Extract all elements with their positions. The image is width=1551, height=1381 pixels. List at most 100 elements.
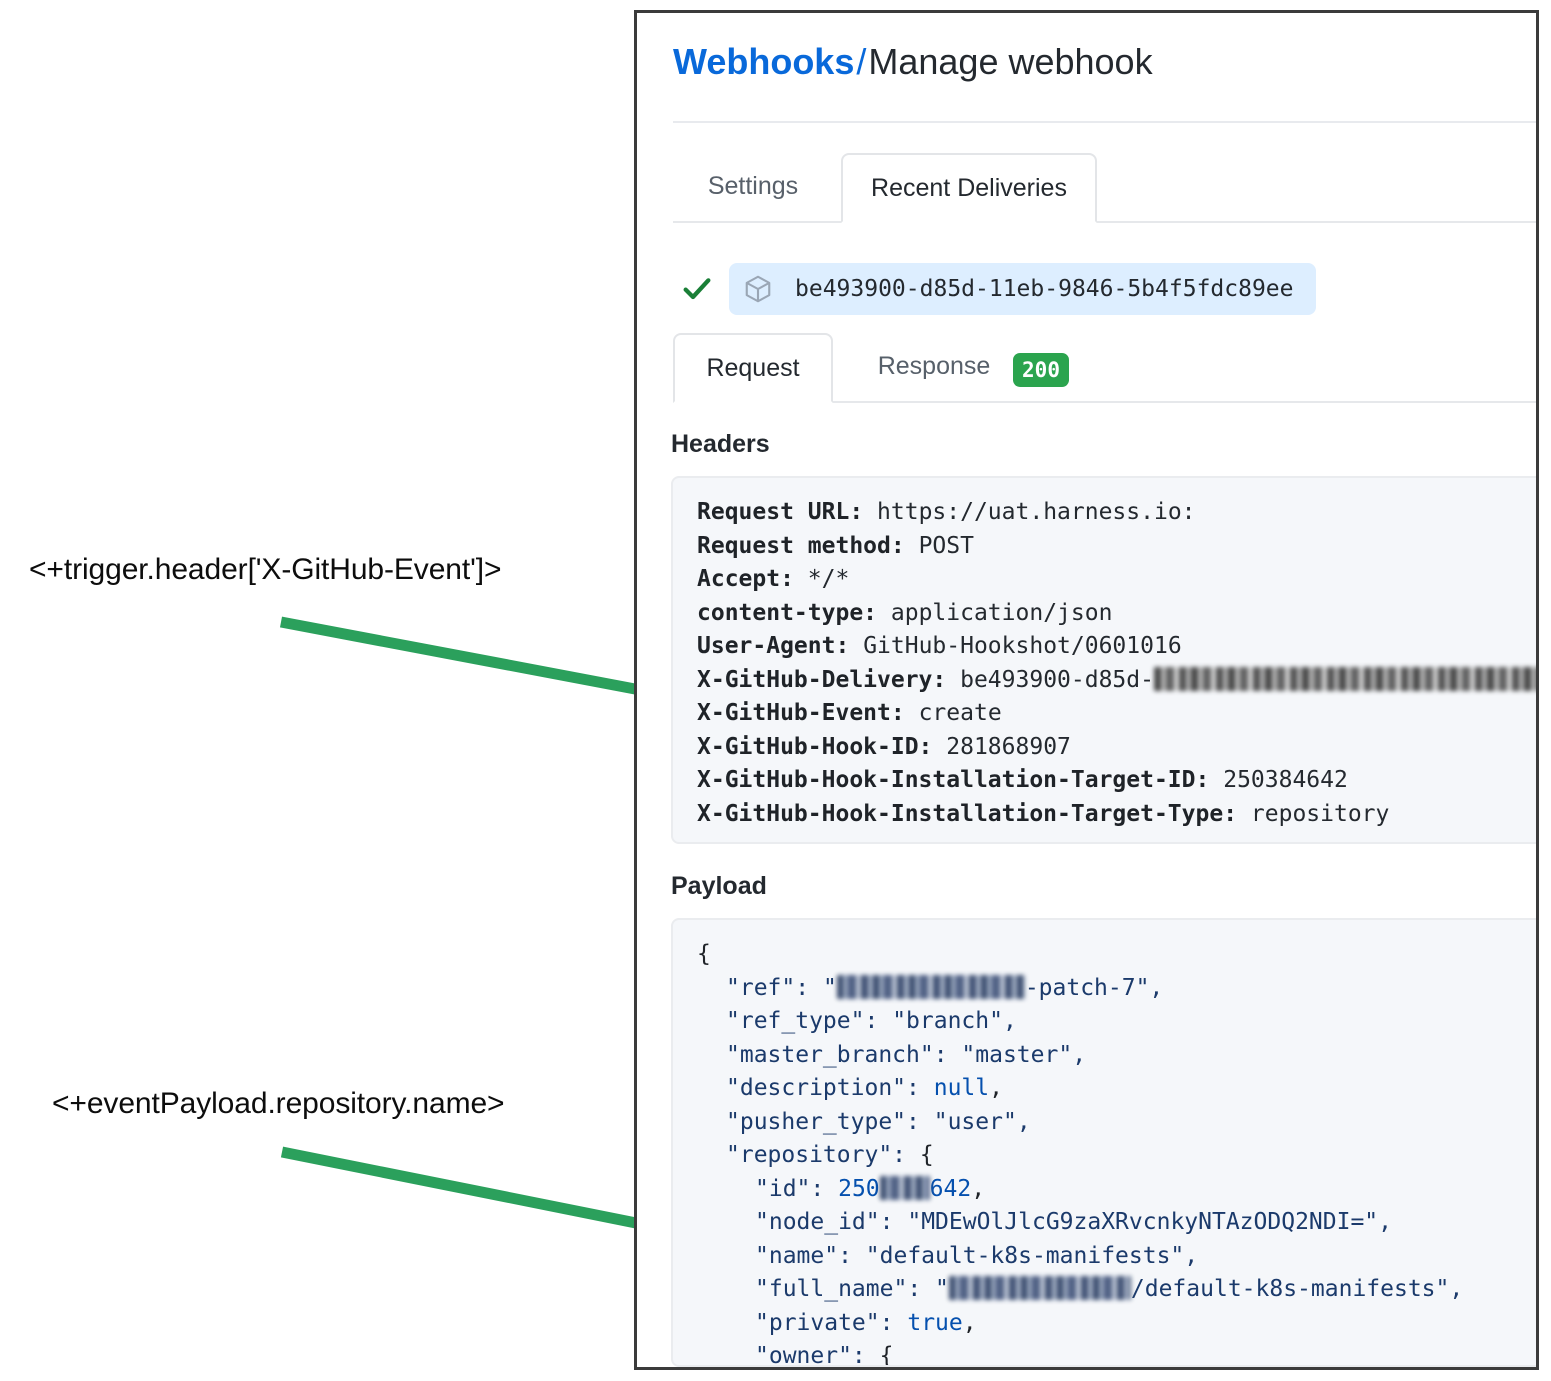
header-value: */* bbox=[807, 566, 850, 592]
delivery-guid: be493900-d85d-11eb-9846-5b4f5fdc89ee bbox=[795, 276, 1294, 302]
header-line: Request URL: https://uat.harness.io: bbox=[697, 496, 1529, 530]
delivery-id-pill[interactable]: be493900-d85d-11eb-9846-5b4f5fdc89ee bbox=[729, 263, 1316, 315]
payload-line: "node_id": "MDEwOlJlcG9zaXRvcnkyNTAzODQ2… bbox=[697, 1206, 1529, 1240]
payload-key: "node_id": bbox=[755, 1209, 894, 1235]
payload-key: "ref_type": bbox=[726, 1008, 879, 1034]
payload-line: "repository": { bbox=[697, 1139, 1529, 1173]
payload-value: "branch", bbox=[892, 1008, 1017, 1034]
payload-value: { bbox=[919, 1142, 934, 1168]
payload-value-post: -patch-7", bbox=[1024, 974, 1164, 1001]
payload-key: "owner": bbox=[755, 1343, 866, 1367]
github-webhook-panel: Webhooks/Manage webhook Settings Recent … bbox=[634, 10, 1539, 1370]
subtabbar-divider bbox=[673, 401, 1536, 403]
header-value: application/json bbox=[890, 599, 1113, 626]
payload-line: "ref": " -patch-7", bbox=[697, 972, 1529, 1006]
payload-key: "pusher_type": bbox=[726, 1108, 920, 1135]
payload-key: "description": bbox=[726, 1075, 920, 1101]
payload-value-pre: " bbox=[822, 974, 837, 1001]
payload-value: { bbox=[879, 1343, 894, 1367]
redacted-owner bbox=[948, 1276, 1131, 1300]
header-line: content-type: application/json bbox=[697, 597, 1529, 631]
header-key: Request method: bbox=[697, 532, 905, 559]
payload-value: "MDEwOlJlcG9zaXRvcnkyNTAzODQ2NDI=", bbox=[907, 1209, 1392, 1235]
header-value: repository bbox=[1250, 800, 1390, 827]
tab-settings[interactable]: Settings bbox=[707, 172, 799, 200]
payload-key: "repository": bbox=[726, 1142, 907, 1168]
header-key: User-Agent: bbox=[697, 633, 850, 659]
payload-line: { bbox=[697, 938, 1529, 972]
header-line: X-GitHub-Event: create bbox=[697, 697, 1529, 731]
payload-key: "name": bbox=[755, 1242, 852, 1269]
payload-code-box: { "ref": " -patch-7", "ref_type": "branch… bbox=[671, 918, 1536, 1367]
payload-heading: Payload bbox=[671, 872, 767, 900]
header-key: X-GitHub-Event: bbox=[697, 700, 905, 726]
payload-line: "description": null, bbox=[697, 1072, 1529, 1106]
header-key: X-GitHub-Hook-Installation-Target-Type: bbox=[697, 800, 1238, 827]
header-key: Accept: bbox=[697, 566, 794, 592]
header-line: X-GitHub-Hook-ID: 281868907 bbox=[697, 731, 1529, 765]
breadcrumb-webhooks-link[interactable]: Webhooks bbox=[673, 41, 855, 82]
arrow-trigger-header bbox=[279, 616, 685, 713]
payload-key: "full_name": bbox=[755, 1276, 922, 1302]
request-response-tabbar: Request Response 200 bbox=[673, 333, 1536, 403]
header-line: Request method: POST bbox=[697, 530, 1529, 564]
payload-literal: true bbox=[907, 1309, 963, 1336]
payload-literal-pre: 250 bbox=[838, 1175, 880, 1202]
payload-key: "id": bbox=[755, 1175, 825, 1202]
payload-line: "owner": { bbox=[697, 1340, 1529, 1367]
webhook-tabbar: Settings Recent Deliveries bbox=[673, 153, 1536, 223]
payload-line: "master_branch": "master", bbox=[697, 1039, 1529, 1073]
payload-key: "master_branch": bbox=[726, 1041, 948, 1068]
breadcrumb-separator: / bbox=[856, 41, 867, 82]
payload-literal: null bbox=[933, 1075, 990, 1101]
payload-value-post: /default-k8s-manifests", bbox=[1130, 1276, 1464, 1302]
check-icon bbox=[683, 278, 711, 300]
header-value: GitHub-Hookshot/0601016 bbox=[863, 633, 1182, 659]
tab-recent-deliveries[interactable]: Recent Deliveries bbox=[841, 153, 1097, 223]
subtab-request[interactable]: Request bbox=[673, 333, 833, 403]
payload-line: "pusher_type": "user", bbox=[697, 1106, 1529, 1140]
redacted-delivery-id bbox=[1153, 666, 1536, 691]
payload-value-post: , bbox=[962, 1309, 977, 1336]
status-badge: 200 bbox=[1013, 353, 1069, 387]
header-line: Accept: */* bbox=[697, 563, 1529, 597]
header-line: X-GitHub-Hook-Installation-Target-ID: 25… bbox=[697, 764, 1529, 798]
payload-key: "private": bbox=[755, 1309, 894, 1336]
payload-key: "ref": bbox=[726, 974, 810, 1001]
page-title: Webhooks/Manage webhook bbox=[673, 41, 1153, 83]
breadcrumb-current: Manage webhook bbox=[868, 41, 1153, 82]
subtab-response[interactable]: Response bbox=[877, 352, 991, 380]
header-line: X-GitHub-Delivery: be493900-d85d- bbox=[697, 664, 1536, 698]
headers-code-box: Request URL: https://uat.harness.io: Req… bbox=[671, 476, 1536, 844]
header-value: create bbox=[918, 700, 1002, 726]
header-line: X-GitHub-Hook-Installation-Target-Type: … bbox=[697, 798, 1529, 832]
header-line: User-Agent: GitHub-Hookshot/0601016 bbox=[697, 630, 1529, 664]
annotation-label-trigger-header: <+trigger.header['X-GitHub-Event']> bbox=[29, 553, 502, 586]
header-value: 250384642 bbox=[1223, 767, 1348, 793]
header-key: X-GitHub-Hook-Installation-Target-ID: bbox=[697, 767, 1210, 793]
header-value: https://uat.harness.io: bbox=[877, 499, 1196, 525]
title-divider bbox=[673, 121, 1536, 123]
payload-line: "id": 250 642, bbox=[697, 1173, 1529, 1207]
payload-value-post: , bbox=[989, 1075, 1003, 1101]
payload-value: "default-k8s-manifests", bbox=[865, 1242, 1199, 1269]
payload-line: "full_name": " /default-k8s-manifests", bbox=[697, 1273, 1529, 1307]
payload-value-post: , bbox=[971, 1175, 986, 1202]
header-key: content-type: bbox=[697, 599, 878, 626]
annotation-label-event-payload: <+eventPayload.repository.name> bbox=[52, 1087, 505, 1120]
payload-literal-post: 642 bbox=[929, 1175, 972, 1202]
payload-line: "private": true, bbox=[697, 1307, 1529, 1341]
redacted-username bbox=[836, 974, 1025, 999]
header-value: POST bbox=[918, 532, 974, 559]
payload-value: "user", bbox=[933, 1108, 1031, 1135]
cube-icon bbox=[745, 275, 771, 303]
payload-value: "master", bbox=[961, 1041, 1087, 1068]
header-value: 281868907 bbox=[946, 733, 1071, 760]
payload-line: "ref_type": "branch", bbox=[697, 1005, 1529, 1039]
payload-open-brace: { bbox=[697, 941, 711, 967]
header-value: be493900-d85d- bbox=[960, 666, 1154, 693]
payload-value-pre: " bbox=[935, 1276, 949, 1302]
header-key: Request URL: bbox=[697, 499, 864, 525]
redacted-repo-id bbox=[879, 1175, 930, 1200]
payload-line: "name": "default-k8s-manifests", bbox=[697, 1240, 1529, 1274]
